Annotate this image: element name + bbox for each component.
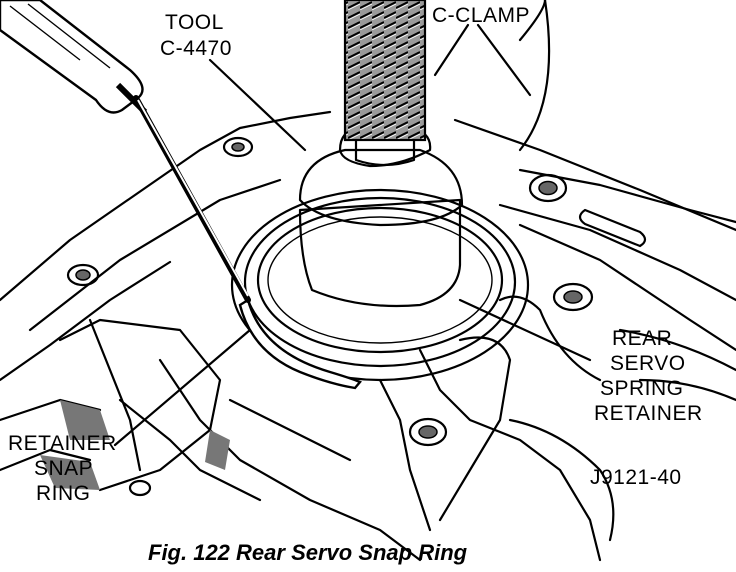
label-snap: SNAP xyxy=(34,457,93,480)
retainer-snap-ring xyxy=(238,298,362,390)
label-servo: SERVO xyxy=(610,352,686,375)
c-clamp-screw xyxy=(343,0,427,167)
leader-lines xyxy=(113,23,592,447)
figure-caption: Fig. 122 Rear Servo Snap Ring xyxy=(148,540,468,565)
servo-bore xyxy=(230,188,530,382)
screwdriver xyxy=(0,0,251,303)
figure-code: J9121-40 xyxy=(590,466,682,489)
label-c-clamp: C-CLAMP xyxy=(432,4,530,27)
label-tool: TOOL xyxy=(165,11,224,34)
label-retainer-left: RETAINER xyxy=(8,432,117,455)
label-spring: SPRING xyxy=(600,377,684,400)
label-ring: RING xyxy=(36,482,91,505)
label-retainer-right: RETAINER xyxy=(594,402,703,425)
label-rear: REAR xyxy=(612,327,672,350)
label-tool-number: C-4470 xyxy=(160,37,232,60)
